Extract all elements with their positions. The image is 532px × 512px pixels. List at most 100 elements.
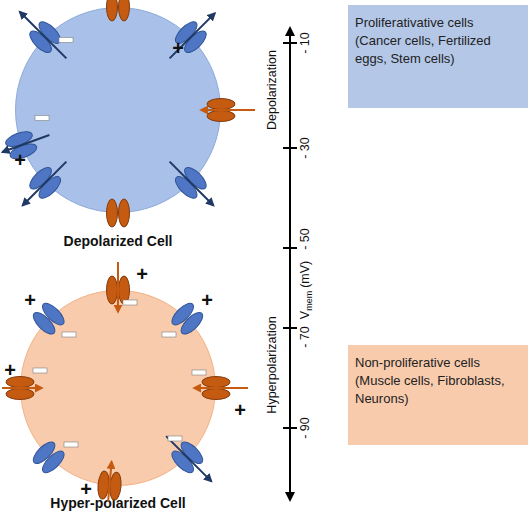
charge-sign: + — [24, 290, 36, 310]
axis-tick-label: - 50 — [299, 228, 312, 250]
cell-label: Hyper-polarized Cell — [20, 495, 216, 511]
axis-title-unit: (mV) — [298, 261, 312, 288]
hyperpolarized-cell: Hyper-polarized Cell — [20, 290, 216, 512]
negative-charge — [35, 116, 49, 121]
negative-charge — [123, 300, 137, 305]
charge-sign: + — [4, 360, 16, 380]
influx-arrow — [194, 387, 248, 389]
potassium-channel — [0, 123, 54, 164]
influx-arrow — [2, 387, 42, 389]
channel-subunit — [119, 0, 130, 21]
channel-subunit — [178, 309, 206, 337]
charge-sign: + — [234, 400, 246, 420]
channel-subunit — [97, 471, 110, 500]
channel-subunit — [172, 173, 200, 201]
charge-sign: + — [201, 290, 213, 310]
cation-channel — [97, 461, 123, 503]
channel-subunit — [119, 199, 130, 227]
axis-title: Vmem (mV) — [299, 261, 312, 319]
channel-subunit — [36, 18, 64, 46]
potassium-channel — [30, 439, 67, 476]
axis-title-symbol: V — [298, 311, 312, 319]
depolarized-cell: Depolarized Cell — [15, 7, 221, 252]
channel-subunit — [107, 0, 118, 21]
axis-tick-label: - 30 — [299, 137, 312, 159]
channel-subunit — [178, 439, 206, 467]
channel-subunit — [181, 164, 209, 192]
axis-tick — [283, 327, 297, 329]
potassium-channel — [161, 4, 224, 67]
cell-outline — [20, 290, 216, 512]
cation-channel — [194, 377, 248, 400]
cell-label: Depolarized Cell — [15, 233, 221, 249]
negative-charge — [192, 370, 206, 375]
axis-tick — [283, 247, 297, 249]
channel-subunit — [119, 276, 130, 304]
influx-arrow — [117, 262, 119, 312]
box-text: Non-proliferative cells (Muscle cells, F… — [355, 354, 521, 408]
cell-type-box: Non-proliferative cells (Muscle cells, F… — [348, 345, 528, 445]
axis-title-subscript: mem — [304, 291, 314, 311]
vmem-axis — [289, 28, 291, 500]
axis-region-label: Depolarization — [266, 50, 279, 130]
influx-arrow — [201, 109, 255, 111]
axis-region-label: Hyperpolarization — [266, 316, 279, 413]
cation-channel — [201, 99, 255, 122]
influx-arrow — [108, 462, 111, 502]
cell-outline — [15, 7, 221, 252]
channel-subunit — [30, 439, 58, 467]
channel-subunit — [107, 199, 118, 227]
negative-charge — [59, 38, 73, 43]
potassium-channel — [157, 427, 220, 490]
cation-channel — [107, 262, 130, 312]
axis-tick — [283, 427, 297, 429]
cation-channel — [107, 199, 130, 227]
charge-sign: + — [172, 38, 184, 58]
negative-charge — [162, 332, 176, 337]
channel-subunit — [6, 389, 34, 400]
channel-subunit — [30, 309, 58, 337]
negative-charge — [168, 436, 182, 441]
efflux-arrow — [20, 12, 67, 59]
box-text: Proliferativative cells (Cancer cells, F… — [355, 14, 521, 68]
channel-subunit — [202, 377, 230, 388]
channel-subunit — [26, 164, 54, 192]
charge-sign: + — [14, 150, 26, 170]
channel-subunit — [169, 300, 197, 328]
channel-subunit — [207, 111, 235, 122]
potassium-channel — [169, 300, 206, 337]
efflux-arrow — [170, 162, 214, 206]
channel-subunit — [26, 28, 54, 56]
channel-subunit — [36, 173, 64, 201]
axis-tick-label: - 10 — [299, 32, 312, 54]
channel-subunit — [207, 99, 235, 110]
cell-type-box: Proliferativative cells (Cancer cells, F… — [348, 5, 528, 108]
axis-tick-label: - 70 — [299, 326, 312, 348]
channel-subunit — [109, 472, 122, 501]
axis-tick-label: - 90 — [299, 417, 312, 439]
channel-subunit — [39, 300, 67, 328]
cell-membrane — [16, 8, 221, 213]
efflux-arrow — [166, 436, 211, 481]
efflux-arrow — [23, 162, 67, 206]
channel-subunit — [107, 276, 118, 304]
negative-charge — [62, 332, 76, 337]
cation-channel — [107, 0, 130, 21]
potassium-channel — [161, 153, 223, 215]
channel-subunit — [4, 129, 34, 150]
channel-subunit — [202, 389, 230, 400]
cell-membrane — [21, 291, 216, 486]
negative-charge — [64, 442, 78, 447]
charge-sign: + — [80, 479, 92, 499]
axis-tick — [283, 42, 297, 44]
channel-subunit — [39, 448, 67, 476]
negative-charge — [33, 368, 47, 373]
charge-sign: + — [136, 264, 148, 284]
efflux-arrow — [170, 13, 215, 58]
channel-subunit — [181, 28, 209, 56]
channel-subunit — [169, 448, 197, 476]
efflux-arrow — [2, 135, 49, 152]
potassium-channel — [11, 3, 75, 67]
axis-tick — [283, 147, 297, 149]
